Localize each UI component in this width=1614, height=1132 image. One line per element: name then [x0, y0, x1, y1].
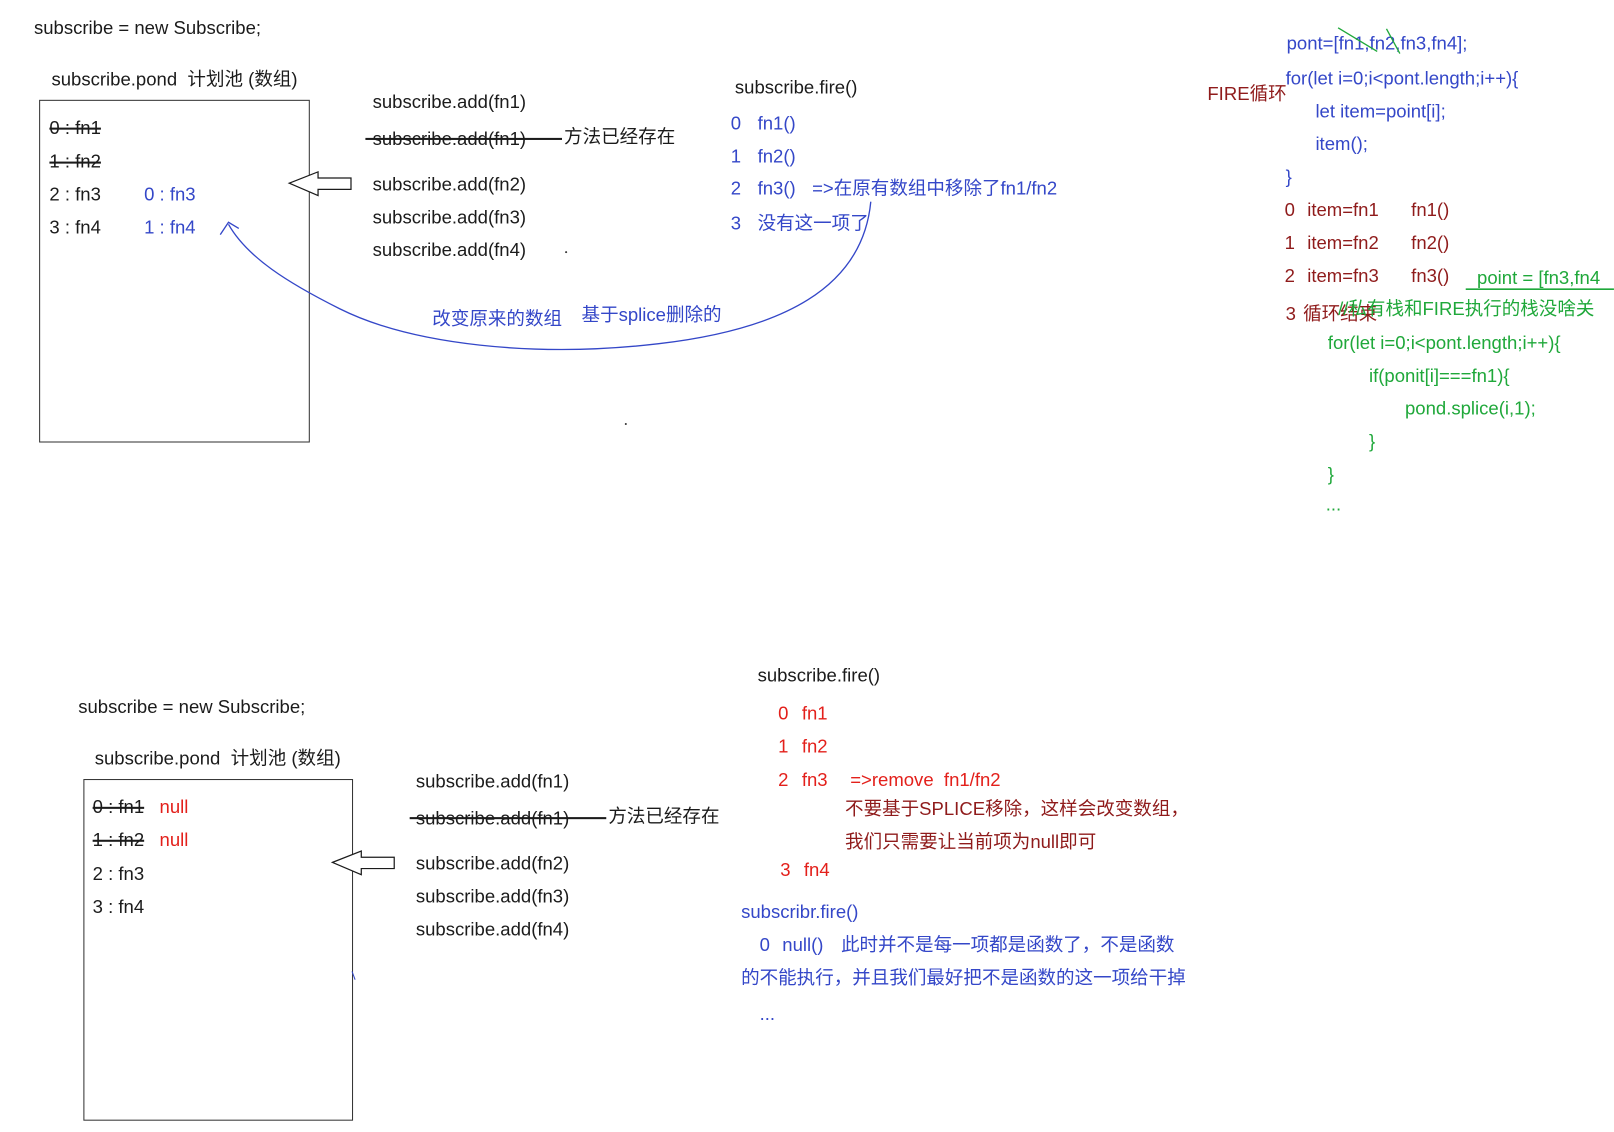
bottom-fire-row-1-index: 1 [778, 735, 789, 757]
top-pond-item-3: 3 : fn4 [49, 217, 101, 238]
loop-remove-code-5: ... [1325, 493, 1342, 515]
top-exists-note: 方法已经存在 [564, 126, 676, 148]
loop-label: FIRE循环 [1207, 83, 1287, 104]
bottom-fire-title: subscribe.fire() [757, 664, 881, 686]
top-pond-new-item-0: 0 : fn3 [144, 184, 196, 205]
top-duplicate-strike-line [365, 137, 562, 140]
top-fire-row-2-index: 2 [730, 178, 742, 199]
loop-trace-2-call: fn3() [1411, 265, 1450, 287]
loop-trace-1-call: fn2() [1411, 232, 1450, 254]
top-add-call-2: subscribe.add(fn2) [372, 173, 527, 195]
bottom-fire-row-2-note: =>remove fn1/fn2 [850, 769, 1001, 791]
bottom-add-call-2: subscribe.add(fn2) [415, 853, 570, 874]
bottom-fire-row-0-index: 0 [778, 702, 789, 724]
loop-code-line-3: item(); [1315, 133, 1368, 155]
loop-trace-3-item: 循环结束 [1303, 303, 1378, 325]
loop-code-line-1: for(let i=0;i<pont.length;i++){ [1285, 67, 1519, 89]
bottom-fire2-note-cont: 的不能执行，并且我们最好把不是函数的这一项给干掉 [741, 967, 1186, 988]
top-fire-row-1-index: 1 [730, 146, 742, 167]
top-pond-item-1: 1 : fn2 [49, 151, 101, 172]
bottom-fire2-more: ... [759, 1003, 776, 1024]
top-fire-row-0-index: 0 [730, 113, 742, 134]
bottom-fire-row-3-call: fn4 [803, 859, 830, 880]
loop-trace-2-item: item=fn3 [1307, 265, 1379, 287]
top-pond-new-item-1: 1 : fn4 [144, 217, 196, 238]
top-fire-row-3-index: 3 [730, 213, 742, 234]
loop-trace-3-index: 3 [1285, 303, 1296, 325]
bottom-pond-box [83, 779, 354, 1121]
top-fire-row-3-call: 没有这一项了 [757, 213, 869, 234]
bottom-pond-item-1: 1 : fn2 [92, 829, 145, 851]
top-fire-row-1-call: fn2() [757, 146, 796, 167]
loop-stack-comment: //私有栈和FIRE执行的栈没啥关 [1338, 298, 1595, 320]
loop-trace-0-index: 0 [1284, 199, 1295, 221]
stray-dot-2 [624, 422, 627, 426]
bottom-fire-row-3-index: 3 [780, 859, 791, 880]
top-add-call-0: subscribe.add(fn1) [372, 91, 527, 113]
bottom-add-call-3: subscribe.add(fn3) [415, 886, 570, 907]
top-curve-note-0: 改变原来的数组 [432, 308, 562, 330]
loop-code-line-2: let item=point[i]; [1315, 100, 1446, 122]
bottom-fire-row-1-call: fn2 [801, 735, 828, 757]
loop-remove-code-0: for(let i=0;i<pont.length;i++){ [1327, 332, 1561, 353]
bottom-advice-line-0: 不要基于SPLICE移除，这样会改变数组， [845, 798, 1189, 820]
bottom-fire-row-0-call: fn1 [801, 702, 828, 724]
top-add-call-4: subscribe.add(fn4) [372, 239, 527, 261]
loop-remove-code-3: } [1368, 431, 1376, 452]
bottom-add-call-4: subscribe.add(fn4) [415, 918, 570, 940]
top-fire-row-2-call: fn3() [757, 178, 796, 199]
loop-trace-1-index: 1 [1284, 232, 1295, 254]
bottom-fire2-row-note: 此时并不是每一项都是函数了，不是函数 [840, 934, 1175, 956]
bottom-pond-item-0: 0 : fn1 [92, 796, 145, 818]
bottom-add-call-0: subscribe.add(fn1) [415, 770, 570, 792]
bottom-fire2-title: subscribr.fire() [741, 901, 859, 923]
bottom-pond-title: subscribe.pond 计划池 (数组) [94, 748, 341, 769]
bottom-fire-row-2-index: 2 [778, 769, 789, 791]
top-curve-note-1: 基于splice删除的 [581, 304, 722, 326]
top-fire-title: subscribe.fire() [734, 77, 858, 98]
top-add-call-3: subscribe.add(fn3) [372, 206, 527, 228]
bottom-fire-row-2-call: fn3 [801, 769, 828, 791]
bottom-pond-null-1: null [159, 829, 189, 851]
top-pond-title: subscribe.pond 计划池 (数组) [51, 68, 298, 90]
bottom-pond-item-2: 2 : fn3 [92, 863, 145, 884]
bottom-fire2-row-call: null() [782, 934, 824, 956]
bottom-exists-note: 方法已经存在 [608, 805, 720, 827]
loop-trace-2-index: 2 [1284, 265, 1295, 287]
top-fire-row-2-note: =>在原有数组中移除了fn1/fn2 [812, 178, 1058, 199]
loop-code-line-4: } [1285, 166, 1292, 188]
top-pond-item-2: 2 : fn3 [49, 184, 101, 205]
stray-dot-1 [565, 251, 568, 254]
loop-trace-0-item: item=fn1 [1307, 199, 1379, 221]
top-pond-item-0: 0 : fn1 [49, 117, 101, 138]
bottom-pond-null-0: null [159, 796, 189, 818]
loop-remove-code-1: if(ponit[i]===fn1){ [1368, 365, 1510, 386]
bottom-init-statement: subscribe = new Subscribe; [78, 696, 306, 718]
bottom-duplicate-strike-line [409, 817, 607, 819]
bottom-fire2-row-index: 0 [759, 934, 770, 956]
bottom-advice-line-1: 我们只需要让当前项为null即可 [845, 831, 1097, 853]
top-fire-row-0-call: fn1() [757, 113, 796, 134]
loop-trace-0-call: fn1() [1411, 199, 1450, 221]
loop-code-line-0: pont=[fn1,fn2,fn3,fn4]; [1286, 32, 1468, 54]
bottom-pond-item-3: 3 : fn4 [92, 896, 145, 917]
loop-splice-result: point = [fn3,fn4 [1477, 267, 1601, 289]
loop-remove-code-4: } [1327, 464, 1334, 485]
loop-remove-code-2: pond.splice(i,1); [1404, 398, 1536, 419]
loop-trace-1-item: item=fn2 [1307, 232, 1379, 254]
top-init-statement: subscribe = new Subscribe; [33, 17, 262, 39]
